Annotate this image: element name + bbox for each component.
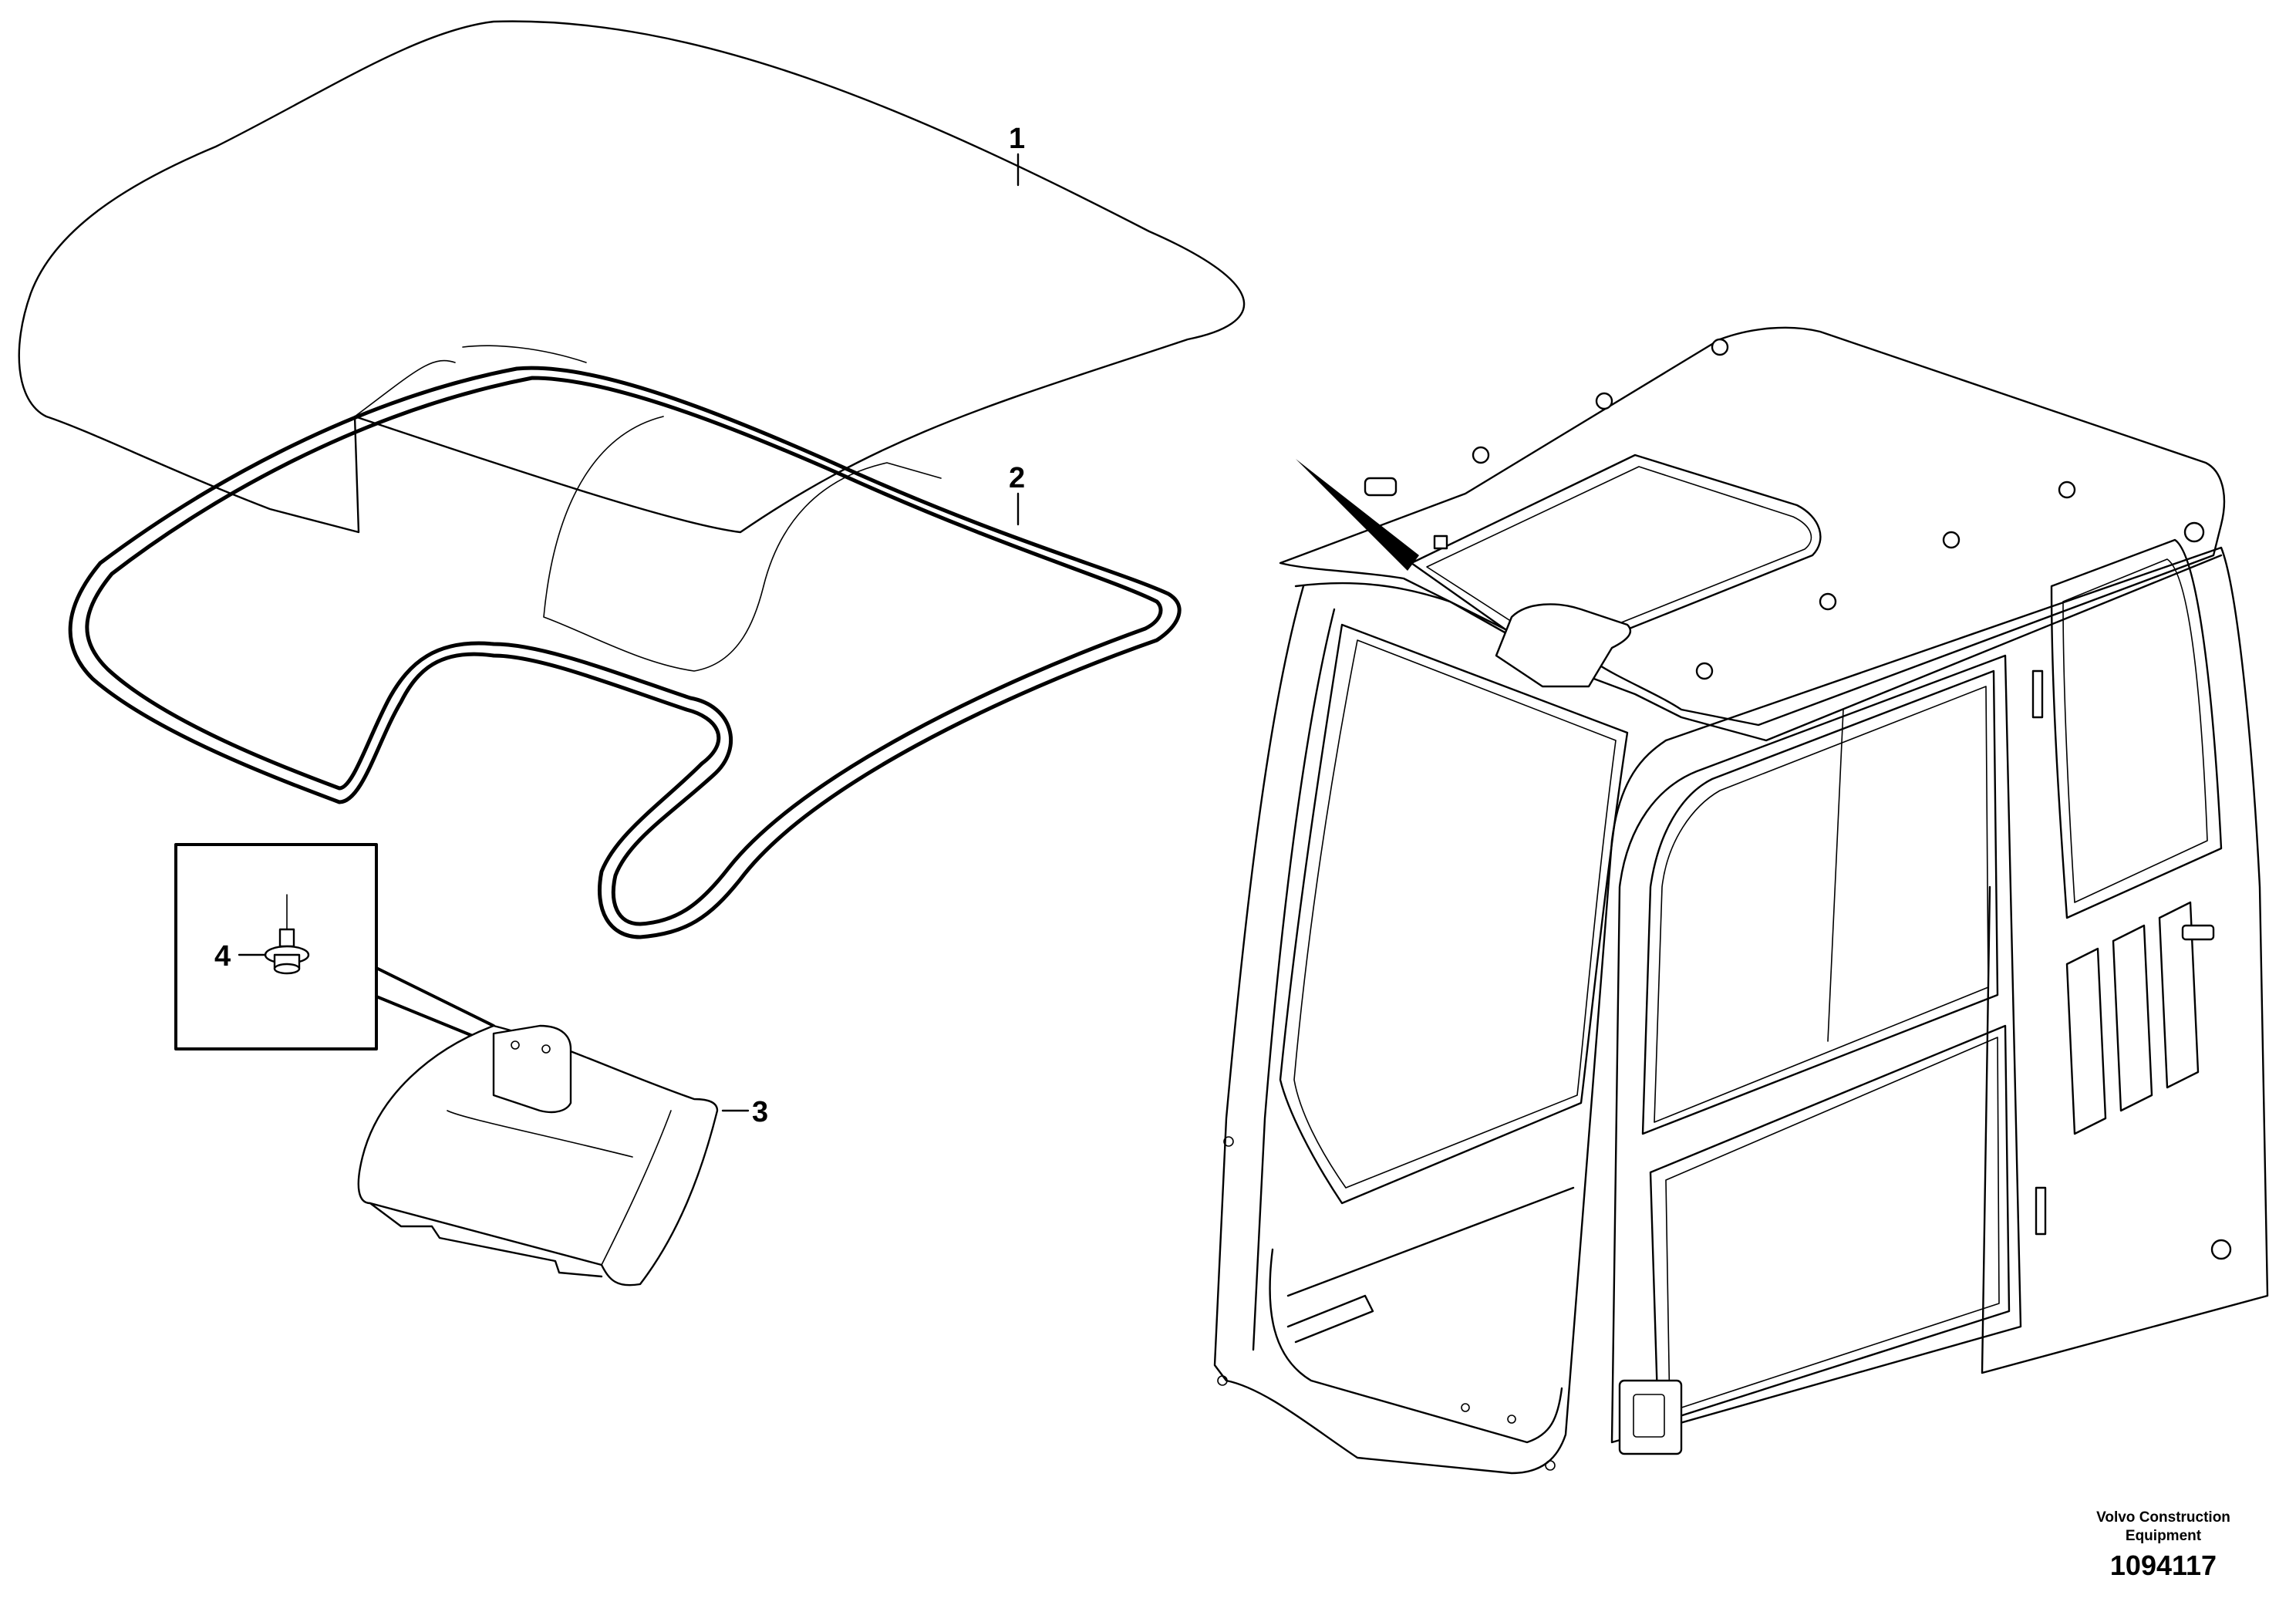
callout-2: 2 xyxy=(1009,462,1025,494)
brand-line-1: Volvo Construction xyxy=(2096,1509,2230,1526)
callout-4: 4 xyxy=(214,940,231,973)
roof-glass-panel[interactable] xyxy=(18,20,1246,534)
location-arrow-icon xyxy=(1296,459,1419,571)
flange-bolt[interactable] xyxy=(264,894,310,975)
callout-1: 1 xyxy=(1009,123,1025,155)
roof-bolts xyxy=(1472,338,2205,680)
weatherstrip-seal[interactable] xyxy=(68,345,1182,939)
sun-visor[interactable] xyxy=(357,1024,719,1286)
callout-leaders xyxy=(238,153,1020,1112)
detail-inset-box xyxy=(174,843,495,1050)
brand-line-2: Equipment xyxy=(2126,1528,2202,1544)
drawing-number: 1094117 xyxy=(2110,1549,2217,1581)
excavator-cab xyxy=(1213,326,2269,1475)
door-handle xyxy=(1618,1379,1683,1455)
callout-3: 3 xyxy=(752,1096,768,1128)
